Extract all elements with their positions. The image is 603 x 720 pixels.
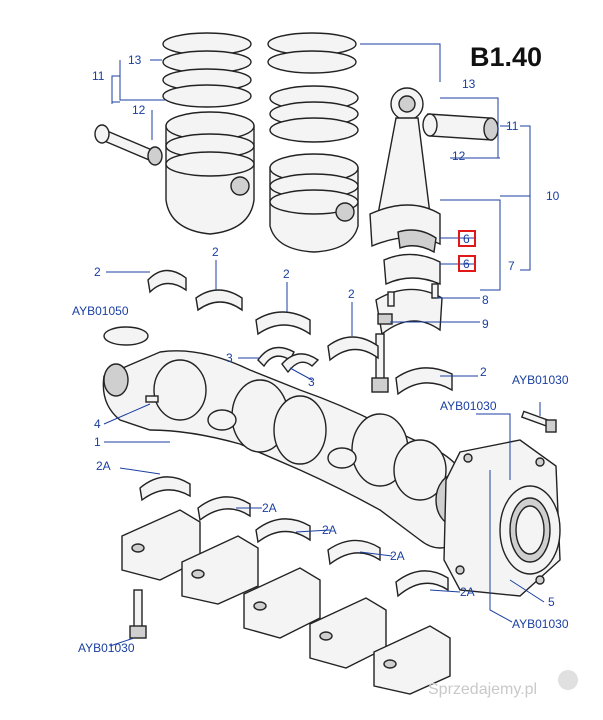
label-pin-right: 12	[452, 149, 466, 163]
diagram-title: B1.40	[470, 42, 542, 72]
label-main-2A-e: 2A	[460, 585, 475, 599]
label-crankshaft: 1	[94, 435, 101, 449]
label-bearing-2a: 2	[94, 265, 101, 279]
label-rod-assy: 7	[508, 259, 515, 273]
label-main-2A-d: 2A	[390, 549, 405, 563]
rod-bolt	[371, 333, 389, 393]
label-bearing-2c: 2	[283, 267, 290, 281]
label-piston-assy-left: 11	[92, 69, 105, 83]
highlight-box-upper	[458, 230, 476, 247]
label-bearing-lower: 6	[463, 257, 470, 271]
label-bearing-2d: 2	[348, 287, 355, 301]
label-ayb-left-top: AYB01050	[72, 304, 129, 318]
crankshaft	[102, 350, 477, 549]
label-main-2A-c: 2A	[322, 523, 337, 537]
label-thrust-3a: 3	[226, 351, 233, 365]
piston-rings-right	[267, 32, 359, 143]
watermark: Sprzedajemy.pl	[428, 670, 578, 698]
label-bearing-2b: 2	[212, 245, 219, 259]
label-seal: 5	[548, 595, 555, 609]
label-pin-left: 12	[132, 103, 146, 117]
label-ayb-right-bolt: AYB01030	[512, 373, 569, 387]
label-piston-assy-right: 11	[506, 119, 519, 133]
rod-bearing-shells	[103, 269, 453, 396]
leader-lines	[103, 43, 545, 647]
label-bolt: 8	[482, 293, 489, 307]
thrust-washers	[257, 346, 320, 374]
main-bearing-caps	[121, 509, 451, 695]
piston-left	[165, 111, 255, 235]
label-ring-set-left: 13	[128, 53, 142, 67]
label-ayb-bottom-right: AYB01030	[512, 617, 569, 631]
piston-right	[269, 153, 359, 253]
piston-pin-right	[422, 113, 499, 141]
cap-bolt	[129, 589, 147, 639]
label-ayb-center: AYB01030	[440, 399, 497, 413]
label-bearing-2e: 2	[480, 365, 487, 379]
label-main-2A-b: 2A	[262, 501, 277, 515]
woodruff-key	[145, 395, 159, 403]
label-main-2A-a: 2A	[96, 459, 111, 473]
flange-bolt	[520, 410, 557, 433]
highlight-box-lower	[458, 255, 476, 272]
label-key: 4	[94, 417, 101, 431]
rod-nut	[377, 313, 393, 325]
label-ayb-bottom-left: AYB01030	[78, 641, 135, 655]
label-piston-rod-assy: 10	[546, 189, 560, 203]
main-bearing-shells	[139, 476, 449, 598]
piston-pin-left	[94, 124, 163, 166]
watermark-text: Sprzedajemy.pl	[428, 681, 537, 698]
piston-rings-left	[162, 32, 252, 108]
label-nut: 9	[482, 317, 489, 331]
label-bearing-upper: 6	[463, 232, 470, 246]
label-ring-set-right: 13	[462, 77, 476, 91]
label-thrust-3b: 3	[308, 375, 315, 389]
rear-seal	[499, 485, 561, 575]
